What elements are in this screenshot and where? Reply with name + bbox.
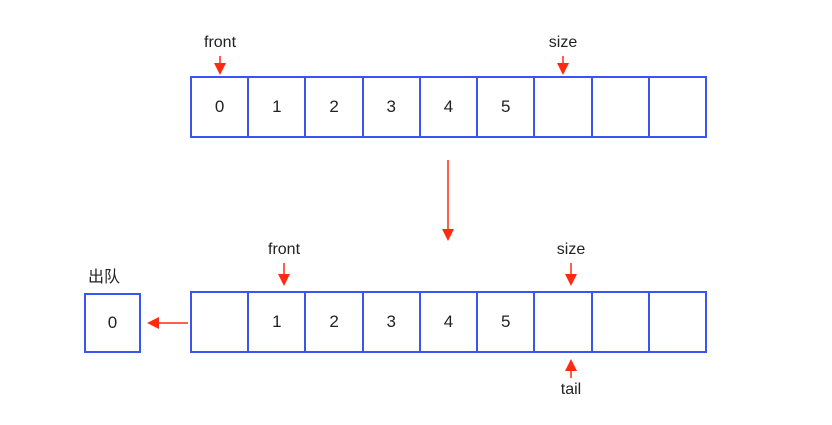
queue-array-before: 0 1 2 3 4 5: [190, 76, 707, 138]
array-cell: 2: [306, 78, 364, 136]
queue-array-after: 1 2 3 4 5: [190, 291, 707, 353]
array-cell: 3: [364, 78, 421, 136]
array-cell: [192, 293, 250, 351]
array-cell: 4: [421, 78, 479, 136]
array-cell: 1: [249, 293, 307, 351]
size-label-bottom: size: [556, 241, 586, 258]
front-label-top: front: [203, 34, 237, 51]
size-label-top: size: [548, 34, 578, 51]
front-label-bottom: front: [267, 241, 301, 258]
tail-label: tail: [560, 381, 582, 398]
array-cell: [535, 78, 593, 136]
array-cell: [593, 78, 650, 136]
array-cell: [650, 78, 705, 136]
dequeue-label: 出队: [87, 269, 121, 286]
array-cell: 4: [421, 293, 479, 351]
array-cell: 3: [364, 293, 421, 351]
array-cell: 2: [306, 293, 364, 351]
array-cell: [650, 293, 705, 351]
array-cell: [535, 293, 593, 351]
array-cell: [593, 293, 650, 351]
array-cell: 1: [249, 78, 307, 136]
array-cell: 5: [478, 78, 536, 136]
dequeued-element: 0: [84, 293, 141, 353]
array-cell: 0: [192, 78, 250, 136]
array-cell: 5: [478, 293, 536, 351]
